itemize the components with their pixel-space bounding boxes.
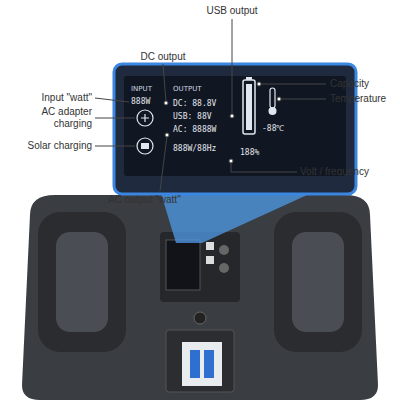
lcd-reading: -88℃ [262,124,284,134]
lcd-screen [124,76,346,176]
outlet-door [166,330,234,392]
callout-label: Volt / frequency [300,166,369,178]
callout-label: Input "watt" [42,92,92,104]
lcd-reading: 188% [240,148,259,158]
breaker-switch [190,350,200,378]
lcd-reading: 888W/88Hz [173,144,216,154]
lcd-reading: AC: 8888W [173,125,216,135]
dc-port [219,245,229,255]
dc-port [219,263,229,273]
lcd-reading: DC: 88.8V [173,99,216,109]
solar-icon [137,138,153,154]
left-handle-grip [56,232,108,332]
breaker [182,342,222,386]
callout-label: Capacity [330,78,369,90]
usb-port [206,242,214,250]
callout-label: Solar charging [28,140,92,152]
thermometer-icon [269,107,277,115]
ac-adapter-icon [137,110,153,126]
zoom-projection [160,190,318,243]
small-display [166,240,200,290]
right-handle-grip [292,232,344,332]
solar-icon [141,143,149,149]
lcd-heading: OUTPUT [173,84,202,94]
usb-port [206,256,214,264]
callout-label: USB output [206,5,257,17]
thermometer-icon [270,88,275,108]
lcd-reading: 888W [131,97,150,107]
callout-label: AC adapter charging [30,106,92,130]
callout-label: AC output "watt" [108,194,181,206]
battery-level [246,84,252,130]
lcd-reading: USB: 88V [173,112,212,122]
leader-dots [164,82,281,163]
screw [194,312,206,324]
callout-label: DC output [140,51,185,63]
breaker-switch [204,350,214,378]
lcd-heading: INPUT [131,84,152,94]
leader-lines [95,19,326,191]
battery-icon [246,77,252,80]
right-handle [274,212,362,352]
ac-adapter-icon [141,114,149,122]
callout-label: Temperature [330,93,386,105]
left-handle [38,212,126,352]
battery-icon [243,80,255,134]
